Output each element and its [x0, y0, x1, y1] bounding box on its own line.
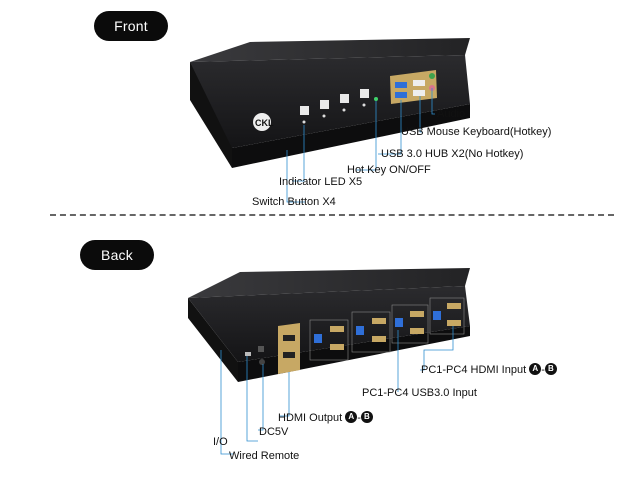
range-dash: - — [541, 364, 545, 376]
brand-text: CKL — [255, 118, 274, 128]
callout-wired-remote: Wired Remote — [229, 450, 300, 462]
front-section-label: Front — [94, 11, 168, 41]
callout-indicator-led: Indicator LED X5 — [279, 176, 363, 188]
callout-hdmi-input-text: PC1-PC4 HDMI Input — [421, 364, 527, 376]
back-device — [188, 268, 470, 382]
badge-a: A — [529, 363, 542, 376]
front-device: CKL — [190, 38, 470, 168]
callout-hotkey-switch: Hot Key ON/OFF — [347, 164, 431, 176]
brand-logo: CKL — [253, 113, 274, 131]
back-section-label: Back — [80, 240, 154, 270]
callout-hdmi-output-text: HDMI Output — [278, 412, 343, 424]
callout-io: I/O — [213, 436, 228, 448]
badge-a: A — [345, 411, 358, 424]
callout-usb-mouse-keyboard: USB Mouse Keyboard(Hotkey) — [401, 126, 552, 138]
callout-hdmi-input: PC1-PC4 HDMI Input A-B — [421, 363, 557, 376]
badge-b: B — [360, 411, 373, 424]
callout-lines — [220, 88, 454, 455]
section-divider — [50, 214, 614, 216]
callout-usb-input: PC1-PC4 USB3.0 Input — [362, 387, 477, 399]
callout-hdmi-output: HDMI Output A-B — [278, 411, 373, 424]
callout-switch-button: Switch Button X4 — [252, 196, 336, 208]
badge-b: B — [544, 363, 557, 376]
range-dash: - — [357, 412, 361, 424]
callout-dc5v: DC5V — [259, 426, 289, 438]
callout-usb-hub: USB 3.0 HUB X2(No Hotkey) — [381, 148, 524, 160]
callout-audio: Audio — [437, 108, 466, 120]
